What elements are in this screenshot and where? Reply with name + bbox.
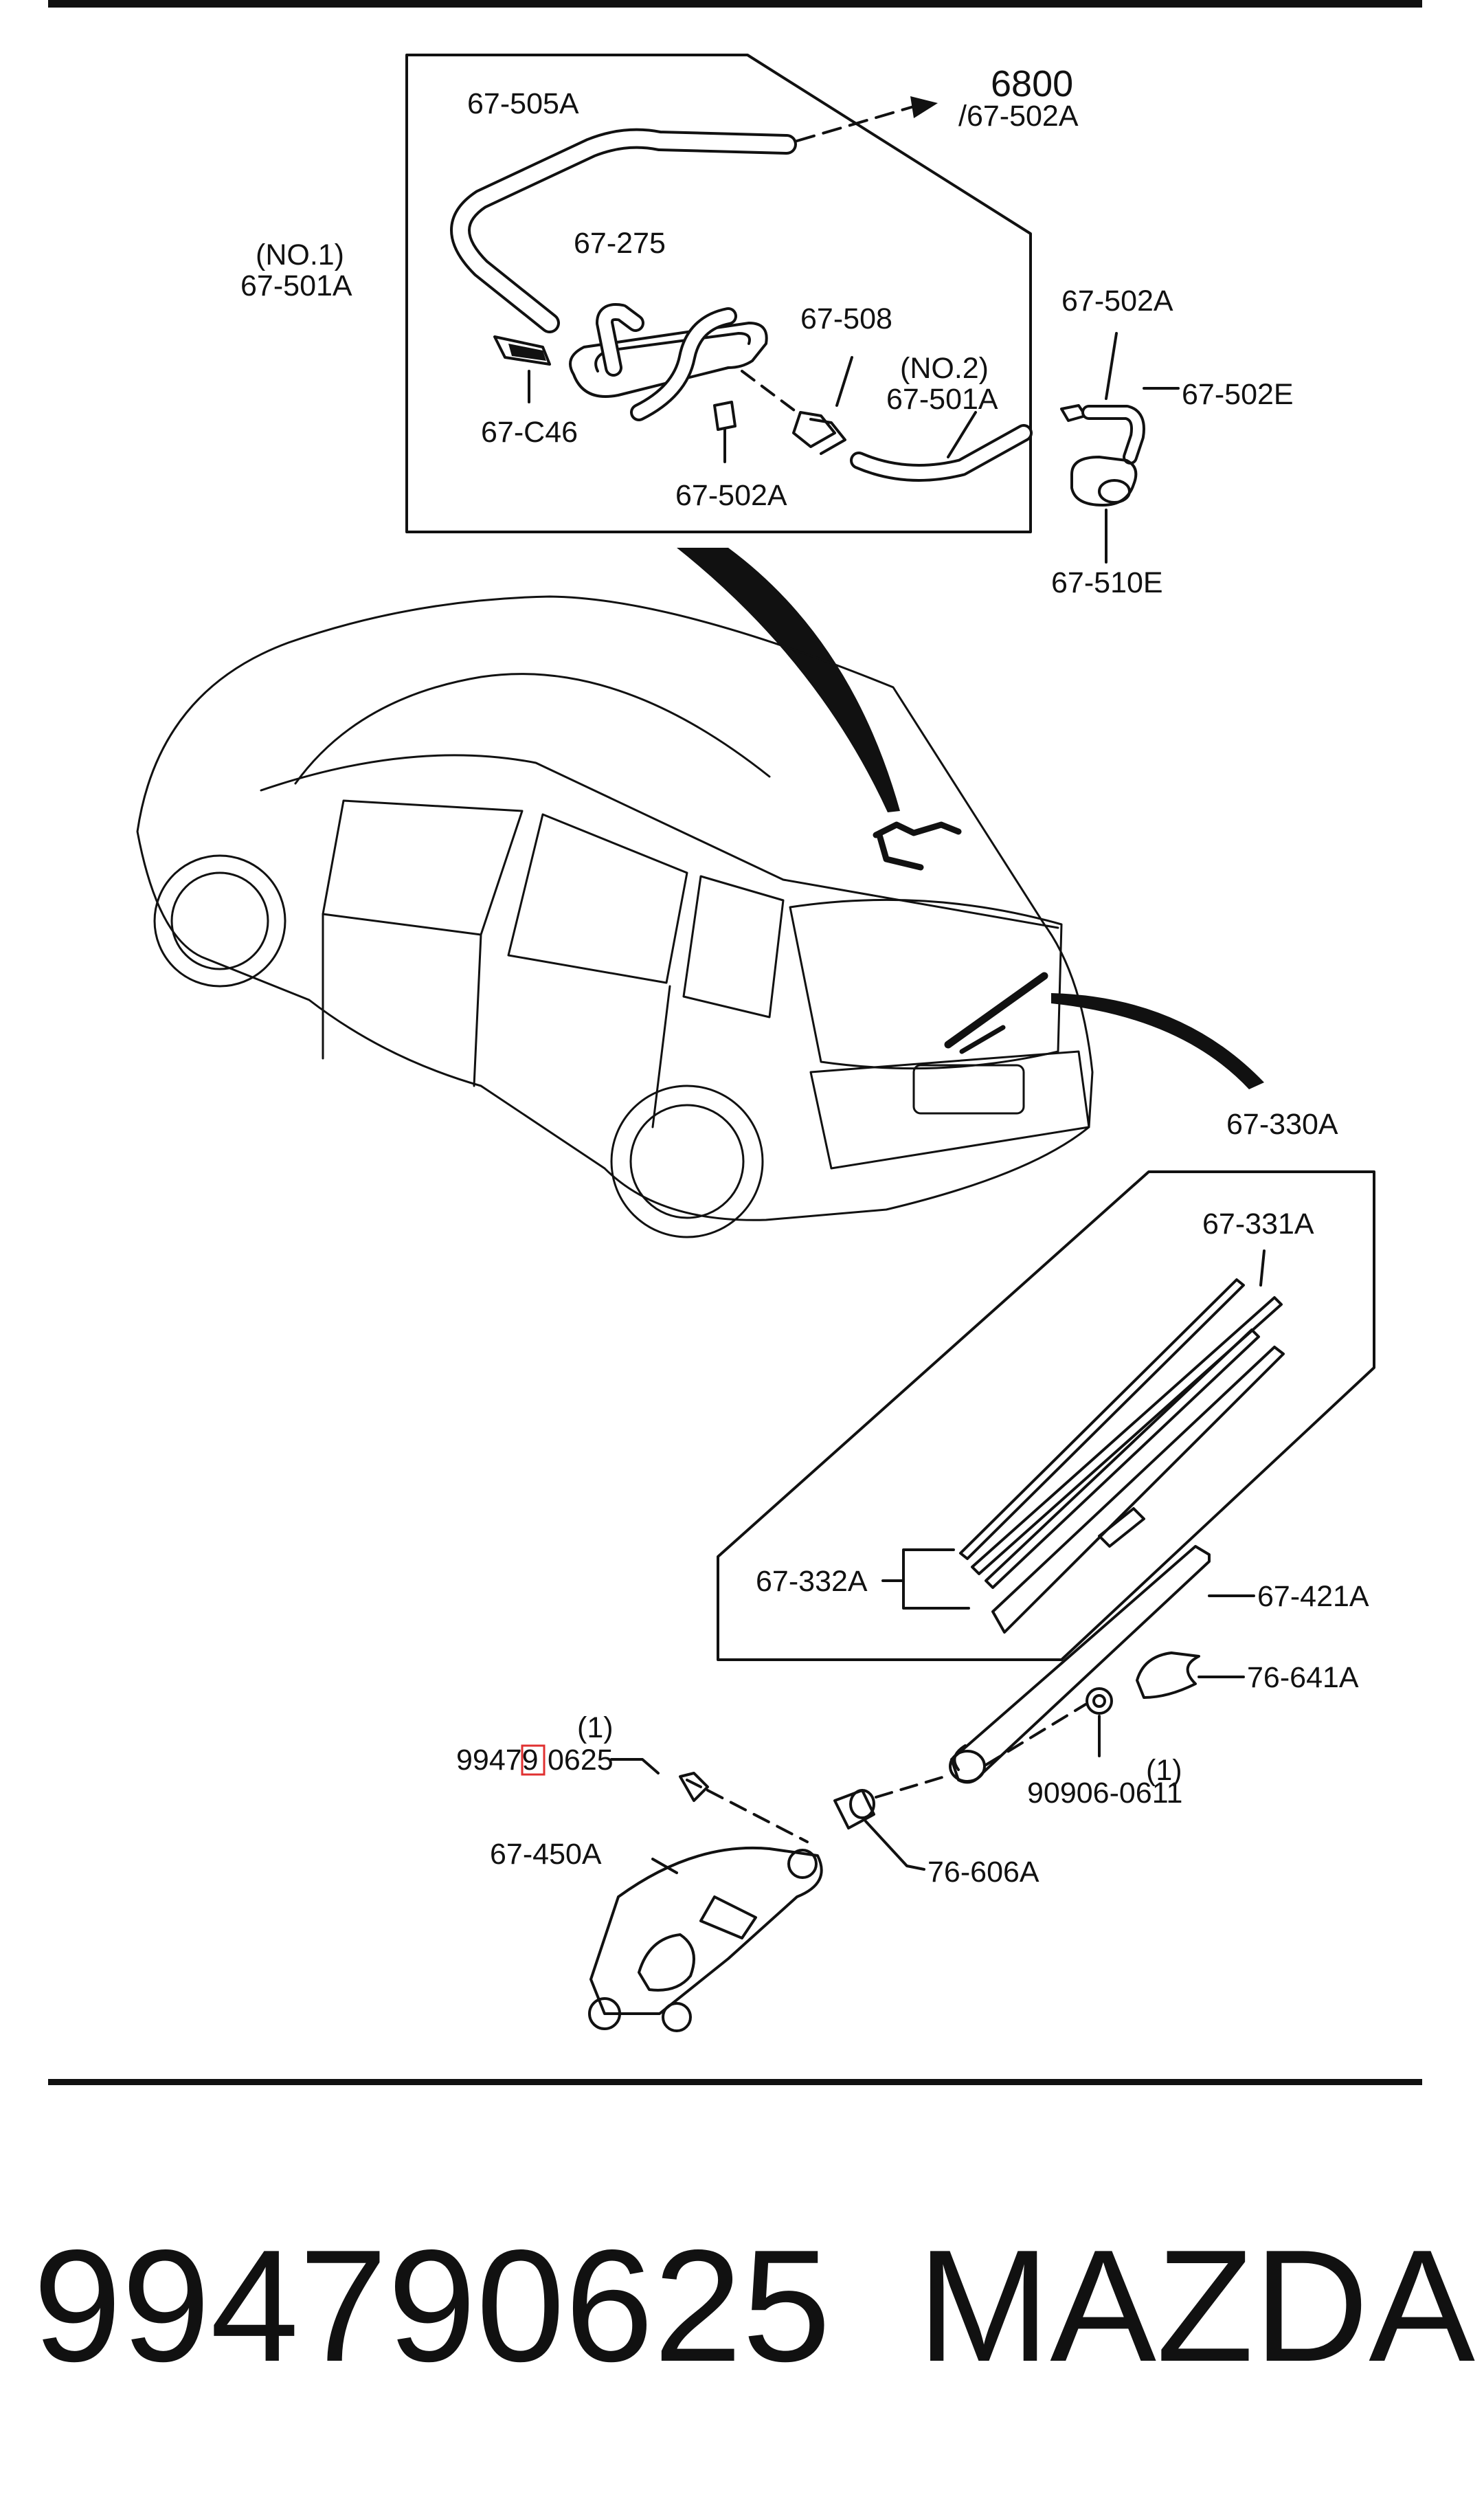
label-nut-qty: (1) <box>1146 1754 1182 1787</box>
label-joint-502a-right: 67-502A <box>1061 285 1173 318</box>
rear-nozzle-detail <box>1060 332 1180 564</box>
label-motor-450a: 67-450A <box>490 1838 602 1871</box>
label-joint-502e: 67-502E <box>1182 378 1294 411</box>
label-cap-606a: 76-606A <box>928 1856 1039 1889</box>
highlight-box <box>521 1744 546 1776</box>
label-cap-641a: 76-641A <box>1247 1661 1359 1694</box>
label-hose-no1: 67-501A <box>240 269 352 302</box>
label-valve-508: 67-508 <box>800 302 892 335</box>
label-clip-c46: 67-C46 <box>481 416 578 449</box>
wiper-arm-assembly <box>588 1545 1255 2032</box>
callout-wiper <box>1051 993 1264 1089</box>
label-nozzle-275: 67-275 <box>574 227 666 260</box>
washer-hose-box <box>405 54 1033 533</box>
label-hose-main: 67-505A <box>467 87 579 120</box>
label-ref-6800: 6800 <box>991 63 1073 104</box>
label-rubber-332a: 67-332A <box>756 1565 868 1598</box>
label-wiper-assy: 67-330A <box>1226 1108 1338 1141</box>
label-bolt-qty: (1) <box>577 1711 614 1744</box>
bottom-rule <box>48 2079 1422 2085</box>
label-bolt-prefix: 99479 <box>456 1744 539 1777</box>
label-arm-421a: 67-421A <box>1257 1580 1369 1613</box>
label-hose-no2: 67-501A <box>886 383 998 416</box>
label-ref-67-502a: /67-502A <box>958 100 1079 133</box>
label-nozzle-510e: 67-510E <box>1051 566 1163 599</box>
vehicle-outline <box>136 595 1094 1238</box>
label-hose-no1-qualifier: (NO.1) <box>256 238 344 271</box>
top-rule <box>48 0 1422 8</box>
label-blade-331a: 67-331A <box>1202 1208 1314 1241</box>
label-nut: 90906-0611 <box>1027 1777 1182 1810</box>
footer-brand: MAZDA <box>917 2217 1475 2395</box>
footer-part-number: 994790625 <box>33 2217 831 2395</box>
wiper-blade-box <box>717 1170 1375 1661</box>
callout-roof <box>677 548 900 812</box>
label-joint-502a-inner: 67-502A <box>675 479 787 512</box>
label-hose-no2-qualifier: (NO.2) <box>900 352 989 385</box>
label-bolt-suffix: 0625 <box>548 1744 614 1777</box>
